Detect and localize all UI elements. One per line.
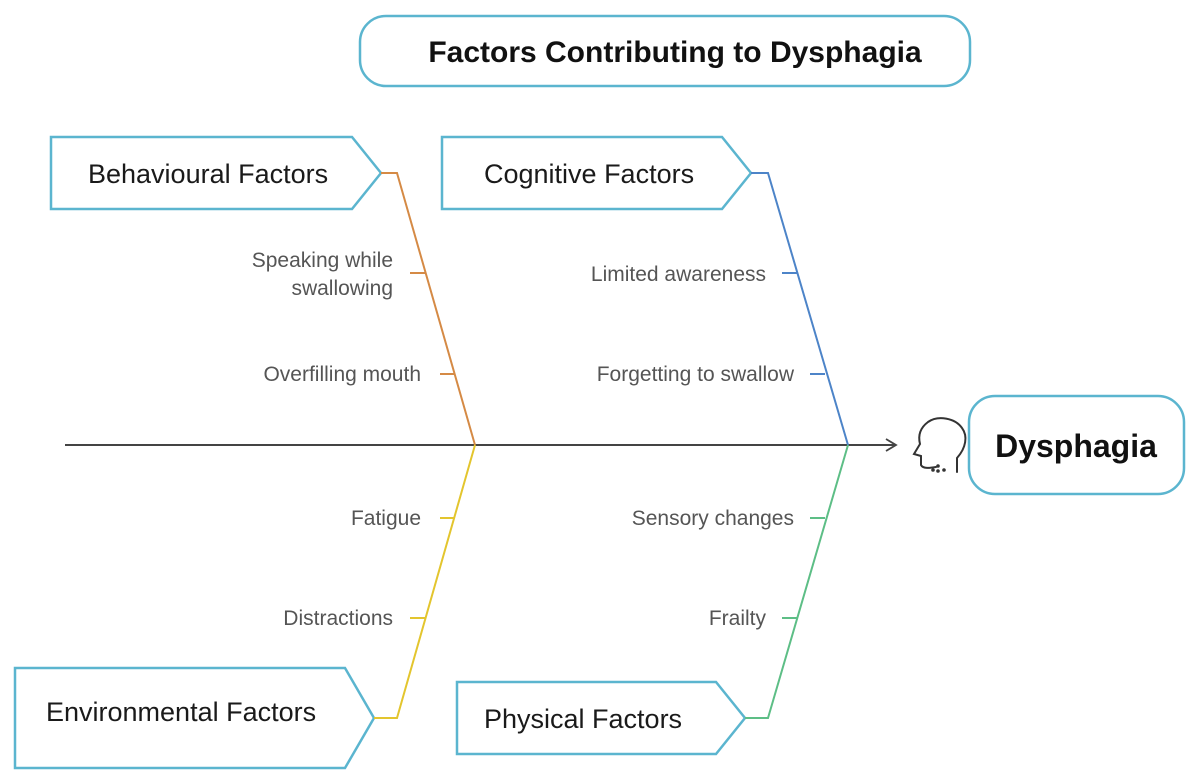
- category-label: Behavioural Factors: [88, 159, 328, 189]
- cause-label: Limited awareness: [591, 263, 766, 286]
- cause-label: swallowing: [291, 277, 393, 300]
- category-environmental: Environmental Factors Fatigue Distractio…: [13, 444, 476, 770]
- effect-label: Dysphagia: [995, 428, 1157, 464]
- title-box: Factors Contributing to Dysphagia: [358, 14, 972, 88]
- cause-label: Sensory changes: [632, 507, 794, 530]
- effect-box: Dysphagia: [967, 394, 1186, 496]
- bone-line: [381, 172, 476, 446]
- category-cognitive: Cognitive Factors Limited awareness Forg…: [440, 135, 849, 446]
- cause-label: Forgetting to swallow: [597, 363, 795, 386]
- cause-label: Speaking while: [252, 249, 393, 272]
- bone-line: [745, 444, 849, 719]
- category-physical: Physical Factors Sensory changes Frailty: [455, 444, 849, 756]
- cause-label: Fatigue: [351, 507, 421, 530]
- bone-line: [374, 444, 476, 719]
- diagram-title: Factors Contributing to Dysphagia: [428, 36, 922, 69]
- category-label: Physical Factors: [484, 704, 682, 734]
- head-profile-icon: [912, 417, 967, 473]
- category-behavioural: Behavioural Factors Speaking while swall…: [49, 135, 476, 446]
- category-label: Environmental Factors: [46, 697, 316, 727]
- bone-line: [751, 172, 849, 446]
- category-label: Cognitive Factors: [484, 159, 694, 189]
- cause-label: Frailty: [709, 607, 767, 630]
- cause-label: Overfilling mouth: [263, 363, 421, 386]
- cause-label: Distractions: [283, 607, 393, 630]
